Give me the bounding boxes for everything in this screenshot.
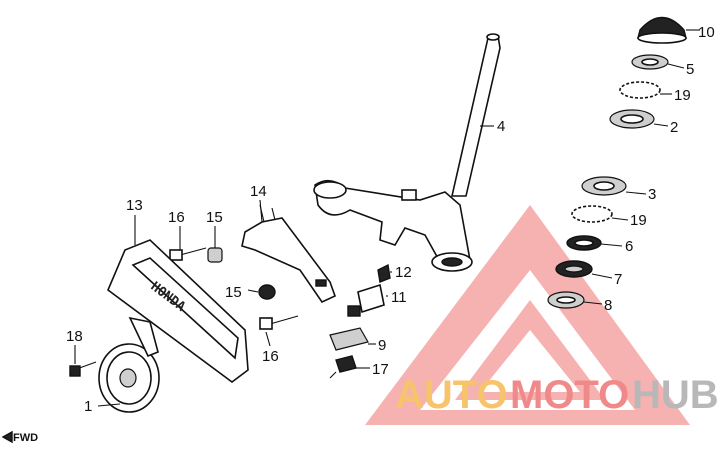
horn-bracket [241,204,336,304]
callout-15-lower: 15 [225,284,242,301]
callout-19-lower: 19 [630,212,647,229]
watermark-part1: AUTO [395,373,508,417]
watermark-part2: MOTO [510,373,629,417]
callout-11: 11 [391,289,407,306]
callout-labels: 1 2 3 4 5 6 7 8 9 10 11 12 13 14 15 15 1… [66,24,715,415]
fwd-label: FWD [13,432,38,444]
callout-15-upper: 15 [206,209,223,226]
watermark-part3: HUB [632,373,719,417]
horn-cover: HONDA [107,239,249,383]
leader-lines [74,29,700,407]
bearing-stack-upper [609,16,687,129]
callout-8: 8 [604,297,612,314]
callout-3: 3 [648,186,656,203]
callout-9: 9 [378,337,386,354]
callout-7: 7 [614,271,622,288]
callout-4: 4 [497,118,505,135]
callout-16-upper: 16 [168,209,185,226]
callout-18: 18 [66,328,83,345]
callout-13: 13 [126,197,143,214]
callout-16-lower: 16 [262,348,279,365]
callout-5: 5 [686,61,694,78]
watermark-text: AUTO MOTO HUB [395,373,719,417]
callout-10: 10 [698,24,715,41]
callout-2: 2 [670,119,678,136]
callout-19-upper: 19 [674,87,691,104]
callout-6: 6 [625,238,633,255]
horn [98,316,160,413]
steering-stem [313,33,501,272]
bolts-nuts [69,247,299,377]
fwd-direction-marker: FWD [1,430,38,444]
bearing-stack-lower [547,176,627,309]
small-parts-center [329,263,391,379]
watermark-triangle [365,205,690,425]
callout-14: 14 [250,183,267,200]
callout-17: 17 [372,361,389,378]
callout-12: 12 [395,264,412,281]
callout-1: 1 [84,398,92,415]
